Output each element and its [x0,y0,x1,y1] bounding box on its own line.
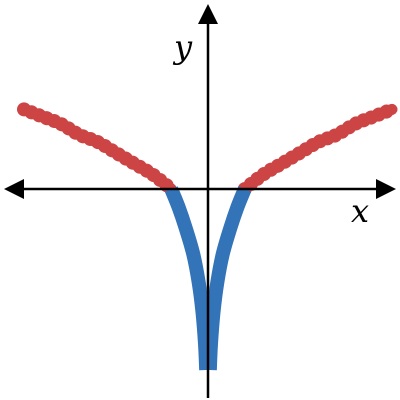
series-layer [17,102,399,371]
series-1-line [237,102,399,196]
x-axis-label: x [351,192,369,230]
series-0-line [17,102,179,196]
y-axis-label: y [172,28,193,66]
series-2-line [164,186,214,371]
series-3-line [202,186,252,371]
